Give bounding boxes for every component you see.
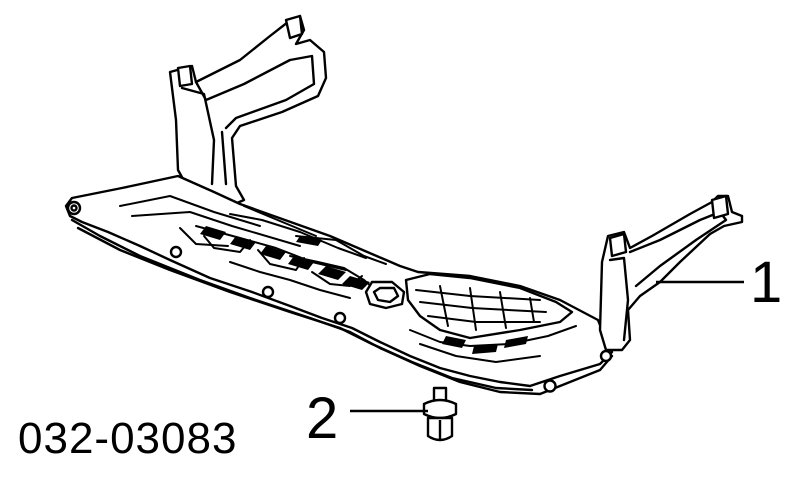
vent-hatching <box>200 226 370 290</box>
pan-front-lip-lower <box>76 226 534 392</box>
right-grille-hatching <box>442 336 528 354</box>
center-recess-inner <box>372 286 400 304</box>
left-bracket-inner <box>180 54 316 186</box>
mount-hole <box>599 349 613 363</box>
flange-bolt <box>422 386 458 442</box>
right-rear-tab <box>710 194 730 220</box>
bolt-flange <box>422 398 458 420</box>
mount-hole <box>70 204 78 212</box>
left-bracket-arm <box>168 14 328 208</box>
mount-hole <box>169 245 183 259</box>
part-number-label: 032-03083 <box>18 414 237 463</box>
mount-hole <box>543 379 557 393</box>
right-bracket-arm <box>598 194 744 352</box>
pan-body <box>64 174 614 388</box>
right-grille-frame <box>404 272 574 340</box>
mount-hole <box>261 285 275 299</box>
right-bracket-tab <box>608 232 628 258</box>
engine-undercover <box>64 14 744 396</box>
callout-2-label: 2 <box>306 386 338 451</box>
mount-hole <box>333 311 347 325</box>
callout-1-label: 1 <box>750 250 782 315</box>
rear-bracket-tab <box>284 14 304 40</box>
left-bracket-tab <box>176 64 194 88</box>
